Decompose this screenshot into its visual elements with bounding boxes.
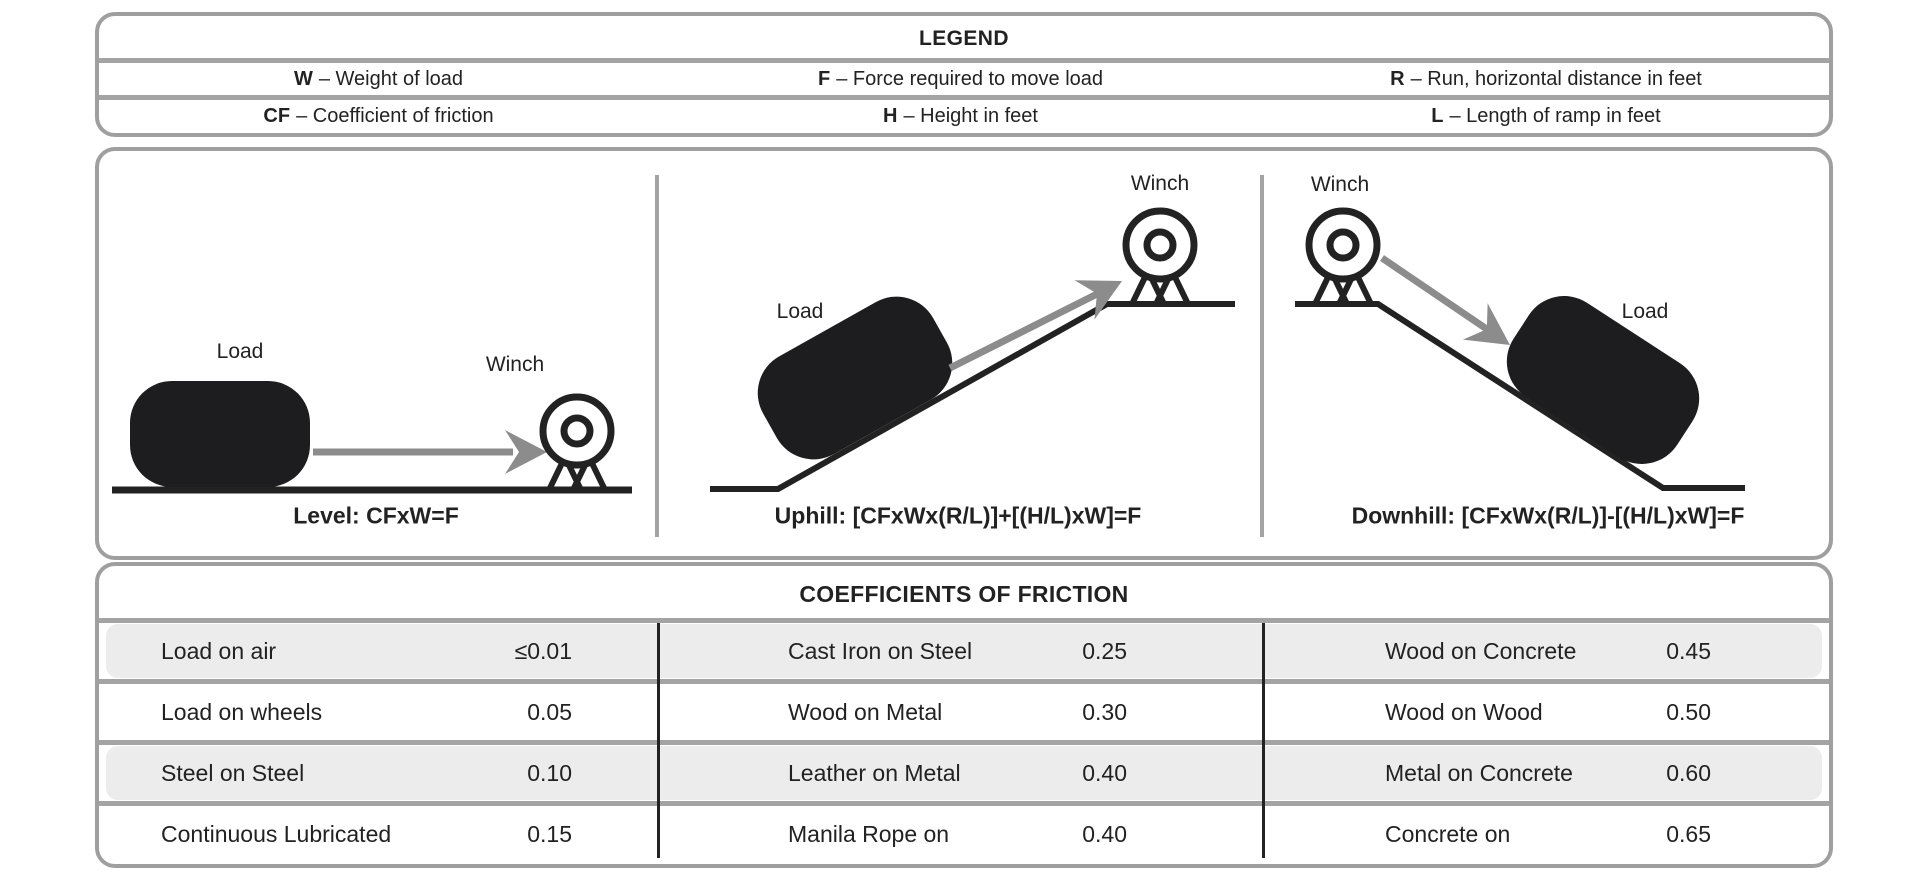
legend-item-weight: W – Weight of load (99, 68, 658, 91)
friction-cell: Cast Iron on Steel 0.25 (658, 623, 1263, 679)
friction-table-title: COEFFICIENTS OF FRICTION (799, 581, 1129, 607)
legend-symbol: CF (263, 104, 291, 127)
friction-label: Cast Iron on Steel (788, 637, 973, 664)
row-separator (99, 618, 1829, 623)
friction-label: Wood on Concrete (1385, 637, 1577, 664)
friction-cell: Wood on Metal 0.30 (658, 684, 1263, 740)
legend-row: CF – Coefficient of friction H – Height … (99, 100, 1829, 132)
uphill-diagram (710, 211, 1235, 492)
table-row: Load on air ≤0.01 Cast Iron on Steel 0.2… (99, 623, 1829, 679)
row-separator (99, 679, 1829, 684)
friction-label: Wood on Wood (1385, 698, 1543, 725)
load-shape (130, 381, 310, 487)
row-separator (99, 740, 1829, 745)
friction-label: Leather on Metal (788, 759, 961, 786)
friction-cell: Load on wheels 0.05 (99, 684, 658, 740)
column-divider (657, 623, 660, 858)
load-shape (1506, 296, 1700, 464)
friction-label: Load on air (161, 637, 277, 664)
friction-cell: Concrete on 0.65 (1263, 806, 1829, 862)
friction-cell: Load on air ≤0.01 (99, 623, 658, 679)
legend-desc: – Force required to move load (836, 67, 1104, 90)
friction-label: Metal on Concrete (1385, 759, 1573, 786)
friction-value: 0.30 (1082, 698, 1127, 725)
legend-item-height: H – Height in feet (658, 105, 1263, 128)
friction-value: 0.45 (1666, 637, 1711, 664)
friction-label: Continuous Lubricated (161, 820, 392, 847)
legend-symbol: R (1390, 67, 1405, 90)
level-diagram (112, 381, 632, 494)
legend-desc: – Coefficient of friction (296, 104, 494, 127)
friction-label: Steel on Steel (161, 759, 305, 786)
friction-cell: Metal on Concrete 0.60 (1263, 745, 1829, 801)
friction-value: 0.25 (1082, 637, 1127, 664)
diagrams-canvas (112, 175, 1745, 537)
table-row: Continuous Lubricated 0.15 Manila Rope o… (99, 806, 1829, 862)
legend-symbol: L (1431, 104, 1444, 127)
friction-label: Concrete on (1385, 820, 1511, 847)
table-row: Load on wheels 0.05 Wood on Metal 0.30 W… (99, 684, 1829, 740)
winch-label: Winch (485, 353, 545, 376)
legend-separator (99, 95, 1829, 100)
load-label: Load (216, 340, 264, 363)
legend-separator (99, 58, 1829, 63)
friction-value: 0.10 (527, 759, 572, 786)
friction-value: 0.40 (1082, 820, 1127, 847)
friction-cell: Leather on Metal 0.40 (658, 745, 1263, 801)
load-label: Load (776, 300, 824, 323)
winch-icon (1126, 211, 1194, 304)
legend-desc: – Length of ramp in feet (1449, 104, 1661, 127)
legend-item-run: R – Run, horizontal distance in feet (1263, 68, 1829, 91)
row-separator (99, 801, 1829, 806)
legend-panel: LEGEND W – Weight of load F – Force requ… (95, 12, 1833, 137)
friction-value: 0.65 (1666, 820, 1711, 847)
friction-value: 0.50 (1666, 698, 1711, 725)
friction-value: ≤0.01 (514, 637, 572, 664)
legend-row: W – Weight of load F – Force required to… (99, 63, 1829, 95)
legend-title: LEGEND (919, 27, 1009, 50)
friction-label: Wood on Metal (788, 698, 943, 725)
rope-arrow (313, 430, 547, 474)
load-label: Load (1621, 300, 1669, 323)
friction-value: 0.15 (527, 820, 572, 847)
rope-arrow (948, 261, 1132, 372)
friction-table-panel: COEFFICIENTS OF FRICTION Load on air ≤0.… (95, 562, 1833, 868)
ramp-line (1295, 301, 1745, 491)
formula-level: Level: CFxW=F (293, 502, 459, 529)
rope-arrow (1380, 255, 1523, 364)
friction-label: Load on wheels (161, 698, 323, 725)
load-shape (757, 296, 953, 460)
legend-symbol: W (293, 67, 313, 90)
legend-desc: – Weight of load (318, 67, 464, 90)
winch-icon (543, 397, 611, 490)
legend-item-cf: CF – Coefficient of friction (99, 105, 658, 128)
legend-desc: – Height in feet (903, 104, 1038, 127)
formula-uphill: Uphill: [CFxWx(R/L)]+[(H/L)xW]=F (774, 502, 1142, 529)
friction-cell: Manila Rope on 0.40 (658, 806, 1263, 862)
friction-cell: Steel on Steel 0.10 (99, 745, 658, 801)
downhill-diagram (1295, 211, 1745, 491)
friction-value: 0.60 (1666, 759, 1711, 786)
friction-cell: Wood on Wood 0.50 (1263, 684, 1829, 740)
friction-cell: Continuous Lubricated 0.15 (99, 806, 658, 862)
formula-downhill: Downhill: [CFxWx(R/L)]-[(H/L)xW]=F (1351, 502, 1745, 529)
friction-cell: Wood on Concrete 0.45 (1263, 623, 1829, 679)
legend-symbol: F (817, 67, 831, 90)
legend-item-length: L – Length of ramp in feet (1263, 105, 1829, 128)
table-row: Steel on Steel 0.10 Leather on Metal 0.4… (99, 745, 1829, 801)
friction-value: 0.05 (527, 698, 572, 725)
legend-item-force: F – Force required to move load (658, 68, 1263, 91)
ramp-line (710, 301, 1235, 492)
winch-icon (1309, 211, 1377, 304)
diagrams-panel: Load Winch Level: CFxW=F Load Winch Uphi… (95, 147, 1833, 560)
winch-label: Winch (1310, 173, 1370, 196)
legend-desc: – Run, horizontal distance in feet (1410, 67, 1702, 90)
friction-label: Manila Rope on (788, 820, 950, 847)
winch-label: Winch (1130, 172, 1190, 195)
column-divider (1262, 623, 1265, 858)
friction-value: 0.40 (1082, 759, 1127, 786)
legend-symbol: H (883, 104, 898, 127)
